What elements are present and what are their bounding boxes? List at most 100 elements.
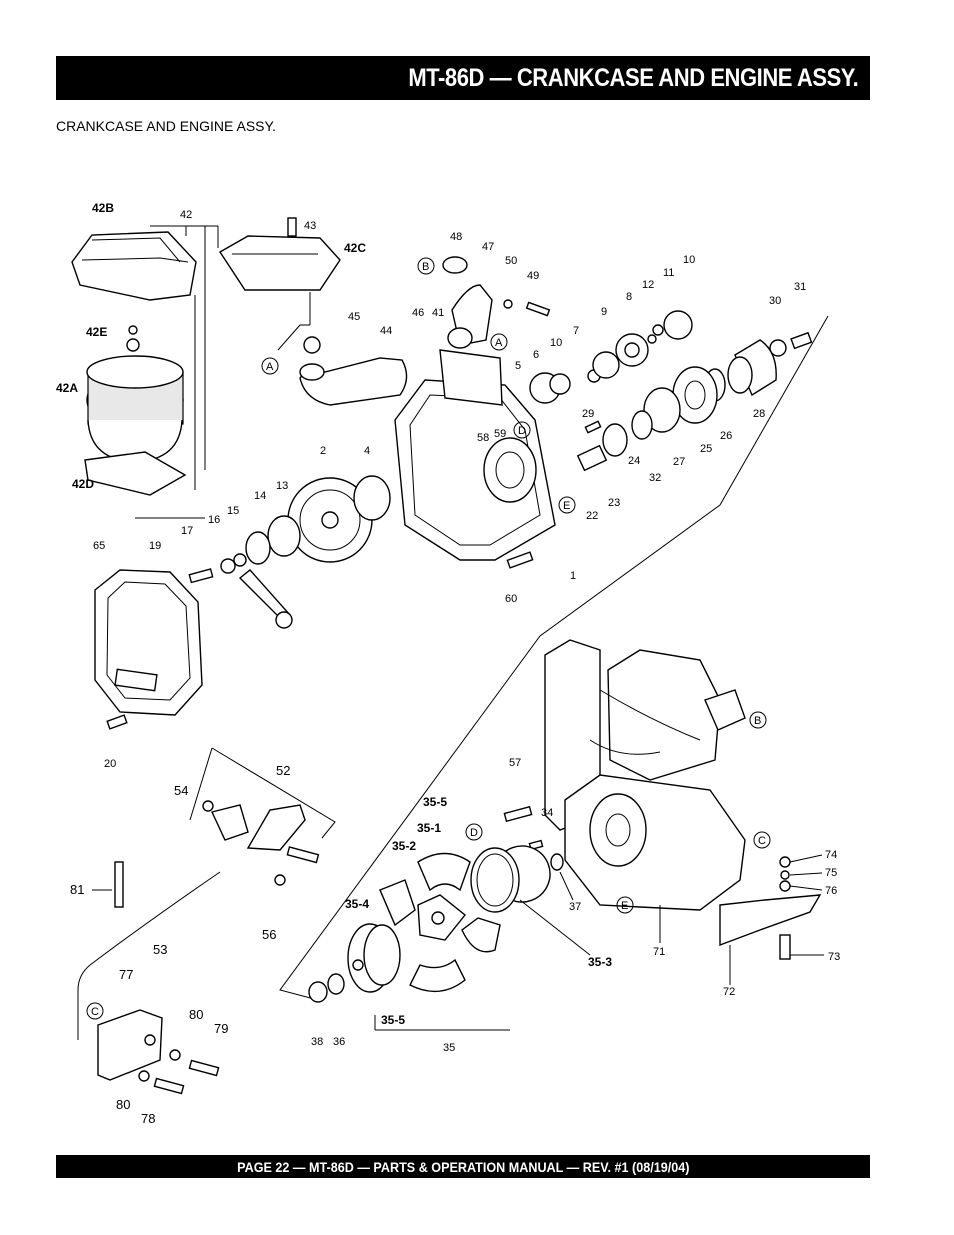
circle-ref: A bbox=[490, 333, 508, 351]
svg-text:B: B bbox=[422, 261, 429, 273]
callout: 34 bbox=[541, 807, 553, 819]
callout: 76 bbox=[825, 885, 837, 897]
svg-text:A: A bbox=[266, 361, 274, 373]
callout: 41 bbox=[432, 307, 444, 319]
circle-ref: C bbox=[753, 831, 771, 849]
callout: 9 bbox=[601, 306, 607, 318]
callout: 36 bbox=[333, 1036, 345, 1048]
callout: 24 bbox=[628, 455, 640, 467]
circle-ref: C bbox=[86, 1002, 104, 1020]
callout: 42 bbox=[180, 209, 192, 221]
callout: 80 bbox=[189, 1007, 203, 1022]
callout: 56 bbox=[262, 927, 276, 942]
callout: 38 bbox=[311, 1036, 323, 1048]
callout: 5 bbox=[515, 360, 521, 372]
callout: 27 bbox=[673, 456, 685, 468]
callout: 81 bbox=[70, 882, 84, 897]
callout: 71 bbox=[653, 946, 665, 958]
svg-text:D: D bbox=[470, 827, 478, 839]
callout: 43 bbox=[304, 220, 316, 232]
callout: 57 bbox=[509, 757, 521, 769]
callout: 42B bbox=[92, 201, 114, 215]
callout: 35-1 bbox=[417, 821, 441, 835]
callout: 45 bbox=[348, 311, 360, 323]
page-footer: PAGE 22 — MT-86D — PARTS & OPERATION MAN… bbox=[56, 1155, 870, 1178]
callout: 48 bbox=[450, 231, 462, 243]
callout: 77 bbox=[119, 967, 133, 982]
callout: 50 bbox=[505, 255, 517, 267]
crankcase-group bbox=[188, 256, 813, 629]
circle-ref: E bbox=[558, 496, 576, 514]
callout: 35-2 bbox=[392, 839, 416, 853]
callout: 13 bbox=[276, 480, 288, 492]
callout: 73 bbox=[828, 951, 840, 963]
callout: 42C bbox=[344, 241, 366, 255]
callout: 35-4 bbox=[345, 897, 369, 911]
callout: 1 bbox=[570, 570, 576, 582]
svg-text:E: E bbox=[621, 900, 628, 912]
svg-text:A: A bbox=[495, 337, 503, 349]
svg-text:B: B bbox=[754, 715, 761, 727]
callout: 32 bbox=[649, 472, 661, 484]
callout: 42E bbox=[86, 325, 107, 339]
callout: 16 bbox=[208, 514, 220, 526]
svg-text:C: C bbox=[758, 835, 766, 847]
callout: 2 bbox=[320, 445, 326, 457]
callout: 74 bbox=[825, 849, 837, 861]
svg-text:E: E bbox=[563, 500, 570, 512]
callout: 8 bbox=[626, 291, 632, 303]
callout: 53 bbox=[153, 942, 167, 957]
callout: 42D bbox=[72, 477, 94, 491]
callout: 14 bbox=[254, 490, 266, 502]
callout: 7 bbox=[573, 325, 579, 337]
callout: 80 bbox=[116, 1097, 130, 1112]
callout: 35-5 bbox=[381, 1013, 405, 1027]
callout: 54 bbox=[174, 783, 188, 798]
callout: 23 bbox=[608, 497, 620, 509]
callout: 42A bbox=[56, 381, 78, 395]
callout: 52 bbox=[276, 763, 290, 778]
callout: 17 bbox=[181, 525, 193, 537]
svg-text:D: D bbox=[518, 425, 526, 437]
callout: 60 bbox=[505, 593, 517, 605]
circle-ref: B bbox=[417, 257, 435, 275]
callout: 35-5 bbox=[423, 795, 447, 809]
page-title: MT-86D — CRANKCASE AND ENGINE ASSY. bbox=[408, 63, 858, 92]
callout: 46 bbox=[412, 307, 424, 319]
svg-text:C: C bbox=[91, 1006, 99, 1018]
callout: 19 bbox=[149, 540, 161, 552]
callout: 20 bbox=[104, 758, 116, 770]
callout: 11 bbox=[663, 267, 674, 279]
side-cover-group bbox=[94, 569, 203, 730]
callout: 25 bbox=[700, 443, 712, 455]
callout: 10 bbox=[550, 337, 562, 349]
callout: 75 bbox=[825, 867, 837, 879]
callout: 58 bbox=[477, 432, 489, 444]
section-divider bbox=[279, 315, 829, 1001]
circle-ref: D bbox=[513, 421, 531, 439]
callout: 4 bbox=[364, 445, 370, 457]
circle-ref: B bbox=[749, 711, 767, 729]
footer-text: PAGE 22 — MT-86D — PARTS & OPERATION MAN… bbox=[236, 1158, 690, 1175]
circle-ref: E bbox=[616, 896, 634, 914]
callout: 49 bbox=[527, 270, 539, 282]
callout: 22 bbox=[586, 510, 598, 522]
callout: 78 bbox=[141, 1111, 155, 1126]
callout: 30 bbox=[769, 295, 781, 307]
callout: 35 bbox=[443, 1042, 455, 1054]
air-cleaner-group bbox=[71, 217, 408, 519]
circle-ref: D bbox=[465, 823, 483, 841]
callout: 12 bbox=[642, 279, 654, 291]
callout: 65 bbox=[93, 540, 105, 552]
callout: 26 bbox=[720, 430, 732, 442]
callout: 35-3 bbox=[588, 955, 612, 969]
section-subtitle: CRANKCASE AND ENGINE ASSY. bbox=[56, 118, 276, 134]
callout: 79 bbox=[214, 1021, 228, 1036]
callout: 10 bbox=[683, 254, 695, 266]
callout: 47 bbox=[482, 241, 494, 253]
callout: 6 bbox=[533, 349, 539, 361]
callout: 44 bbox=[380, 325, 392, 337]
callout: 29 bbox=[582, 408, 594, 420]
callout: 37 bbox=[569, 901, 581, 913]
